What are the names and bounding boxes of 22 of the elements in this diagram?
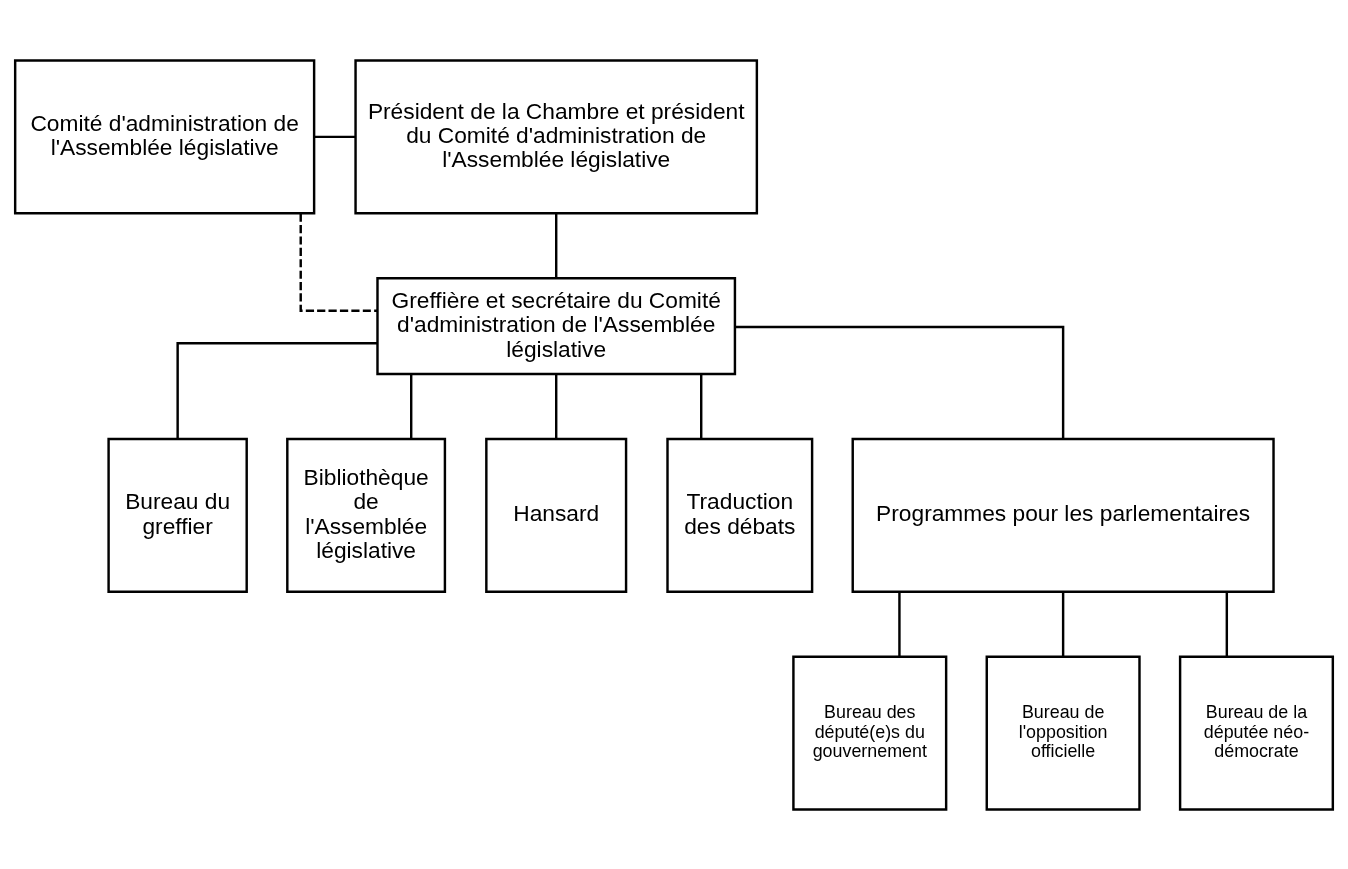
connector <box>555 373 558 439</box>
connector <box>1061 591 1065 656</box>
node-box: Président de la Chambre et président du Comité d'administration de l'Assemblée législative <box>354 58 759 214</box>
node-box: Bureau du greffier <box>107 437 248 593</box>
connector <box>1225 591 1229 656</box>
node-box: Programmes pour les parlementaires <box>851 437 1275 593</box>
connector <box>314 135 356 138</box>
connector <box>898 591 901 656</box>
connector <box>735 325 1065 439</box>
node-box: Hansard <box>485 437 628 593</box>
node-box: Comité d'administration de l'Assemblée législative <box>13 58 316 214</box>
node-box: Greffière et secrétaire du Comité d'administration de l'Assemblée législative <box>376 276 737 375</box>
node-box: Bibliothèque de l'Assemblée législative <box>286 437 447 593</box>
connector <box>409 373 413 439</box>
connector <box>176 341 378 439</box>
node-box: Bureau de l'opposition officielle <box>985 655 1141 811</box>
node-box: Bureau des député(e)s du gouvernement <box>792 655 948 811</box>
connector <box>555 212 558 278</box>
connector <box>700 373 703 439</box>
node-box: Traduction des débats <box>666 437 814 593</box>
node-box: Bureau de la députée néo-démocrate <box>1178 655 1335 811</box>
connector <box>299 213 378 312</box>
